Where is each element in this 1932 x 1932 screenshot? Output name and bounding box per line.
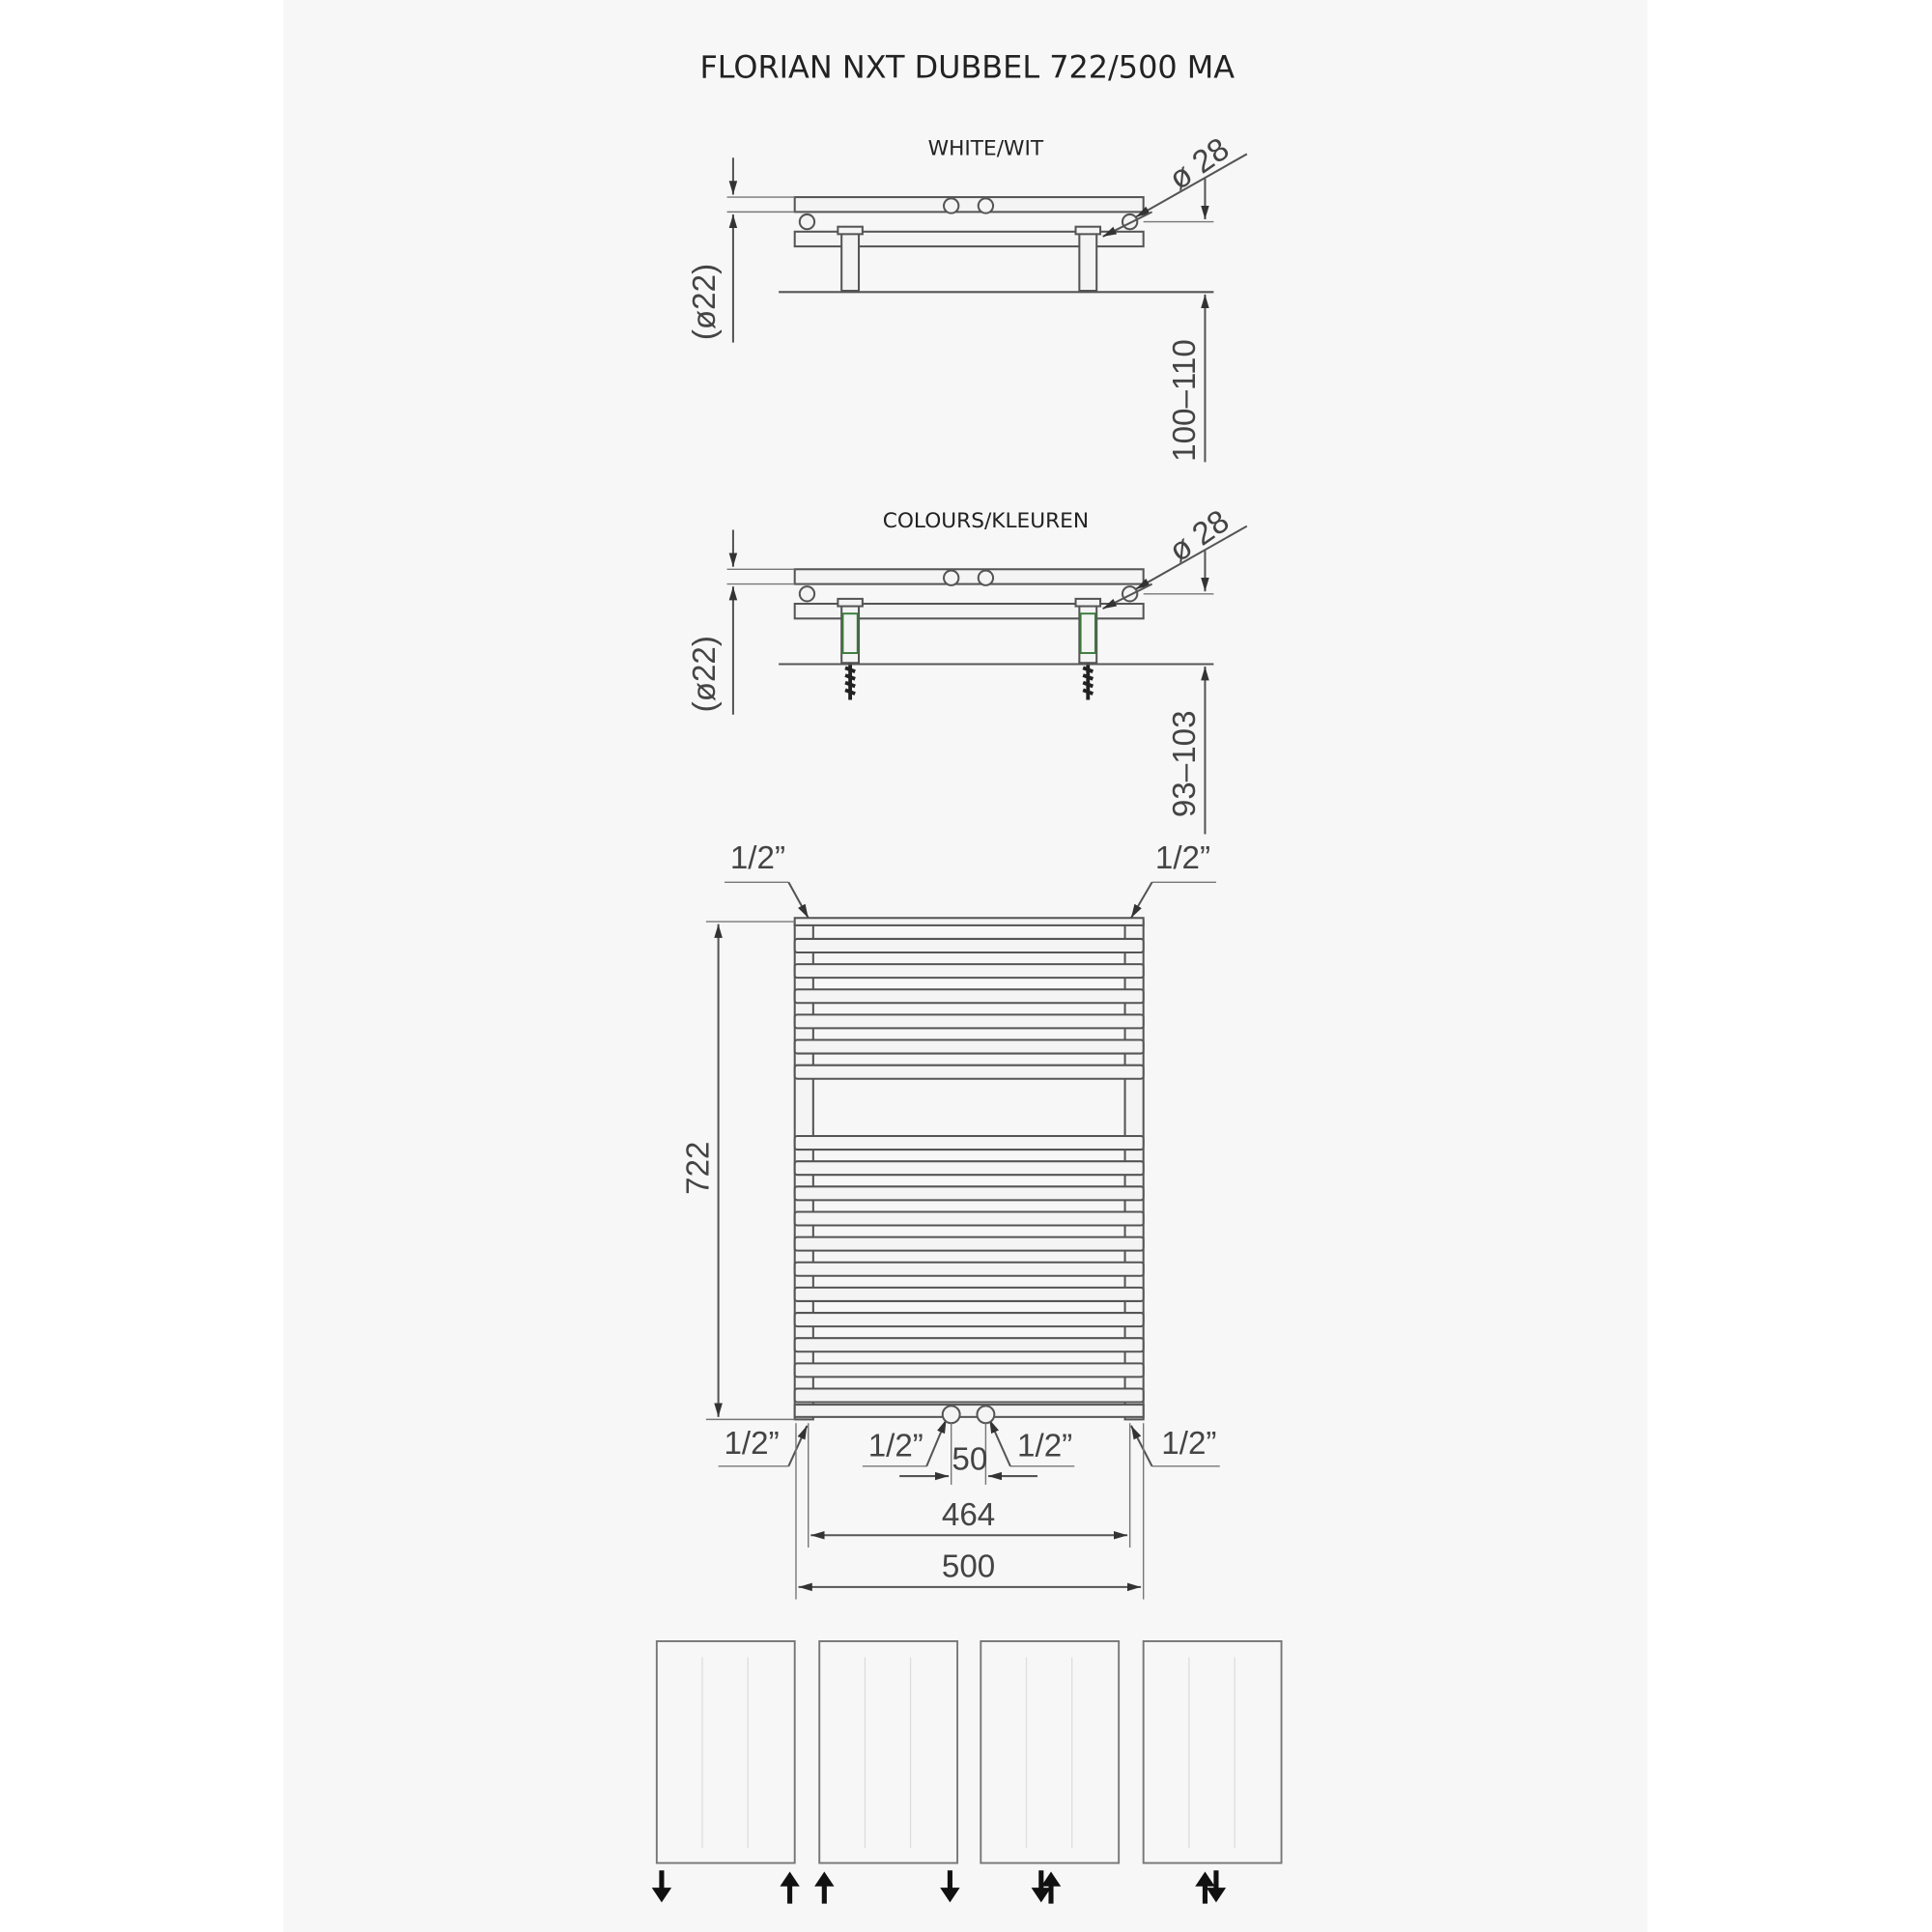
valve-body (1079, 612, 1096, 654)
arrow-up-icon (814, 1871, 835, 1904)
connection-option-3 (980, 1640, 1121, 1904)
pipe-circle (1121, 213, 1139, 231)
towel-bar (793, 1286, 1145, 1302)
connection-label-bottom-right: 1/2” (1161, 1426, 1216, 1462)
pipe-circle (798, 585, 816, 603)
wall-bracket (1078, 602, 1098, 665)
pipe-diameter-label: (ø22) (687, 636, 723, 712)
valve-connection-right (976, 1405, 996, 1425)
pipe-circle (943, 197, 960, 214)
pipe-diameter-label: (ø22) (687, 264, 723, 340)
connection-option-1 (651, 1640, 800, 1904)
bracket-cap (837, 597, 864, 608)
connection-label-bottom-left: 1/2” (724, 1426, 779, 1462)
pipe-circle (977, 197, 995, 214)
wall-distance-label: 100–110 (1167, 339, 1203, 462)
center-distance-label: 50 (952, 1442, 987, 1478)
lower-rail (793, 230, 1145, 248)
wall-bracket (840, 602, 861, 665)
bracket-cap (837, 225, 864, 236)
radiator-outline (980, 1640, 1121, 1864)
towel-bar (793, 1387, 1145, 1404)
towel-bar (793, 1362, 1145, 1378)
towel-bar (793, 1210, 1145, 1227)
bracket-cap (1074, 597, 1102, 608)
connection-label-center-left: 1/2” (868, 1429, 923, 1464)
valve-connection-left (941, 1405, 961, 1425)
connection-label-top-left: 1/2” (730, 840, 785, 876)
towel-bar (793, 963, 1145, 980)
arrow-down-icon (1206, 1870, 1227, 1903)
towel-bar (793, 1312, 1145, 1328)
towel-bar (793, 1013, 1145, 1030)
bracket-cap (1074, 225, 1102, 236)
towel-bar (793, 1185, 1145, 1202)
width-label: 500 (942, 1549, 995, 1585)
arrow-down-icon (940, 1870, 960, 1903)
towel-bar (793, 1261, 1145, 1277)
arrow-up-icon (1040, 1871, 1062, 1904)
axis-width-label: 464 (942, 1497, 995, 1533)
pipe-circle (798, 213, 816, 231)
pipe-circle (943, 569, 960, 586)
connection-options (651, 1640, 1283, 1904)
radiator-outline (1142, 1640, 1283, 1864)
drawing-title: FLORIAN NXT DUBBEL 722/500 MA (699, 48, 1235, 85)
connection-label-center-right: 1/2” (1017, 1429, 1072, 1464)
height-label: 722 (680, 1142, 716, 1195)
towel-bar (793, 1038, 1145, 1055)
towel-bar (793, 988, 1145, 1005)
pipe-circle (1121, 585, 1139, 603)
arrow-down-icon (651, 1870, 672, 1903)
towel-bar (793, 1337, 1145, 1353)
screw-icon (1082, 663, 1094, 700)
arrow-up-icon (780, 1871, 800, 1904)
connection-label-top-right: 1/2” (1155, 840, 1210, 876)
lower-rail (793, 602, 1145, 620)
screw-icon (844, 663, 856, 700)
side-view-label: COLOURS/KLEUREN (883, 509, 1089, 533)
top-rail (793, 917, 1145, 926)
towel-bar (793, 937, 1145, 953)
radiator-outline (655, 1640, 796, 1864)
pipe-circle (977, 569, 995, 586)
wall-bracket (840, 230, 861, 293)
towel-bar (793, 1135, 1145, 1151)
towel-bar (793, 1160, 1145, 1177)
upper-rail (793, 196, 1145, 213)
wall-distance-label: 93–103 (1167, 710, 1203, 817)
towel-bar (793, 1236, 1145, 1252)
front-view: 722 1/2” 1/2” 1/2” 1/2” 1/2” 1/2” 50 464… (680, 840, 1220, 1600)
upper-rail (793, 568, 1145, 585)
bottom-rail (793, 1404, 1145, 1418)
towel-bar (793, 1064, 1145, 1080)
valve-body (841, 612, 859, 654)
connection-option-2 (814, 1640, 960, 1904)
connection-option-4 (1142, 1640, 1283, 1904)
radiator-outline (818, 1640, 959, 1864)
wall-bracket (1078, 230, 1098, 293)
arrow-up-icon (1195, 1871, 1215, 1904)
side-view-label: WHITE/WIT (928, 137, 1044, 161)
